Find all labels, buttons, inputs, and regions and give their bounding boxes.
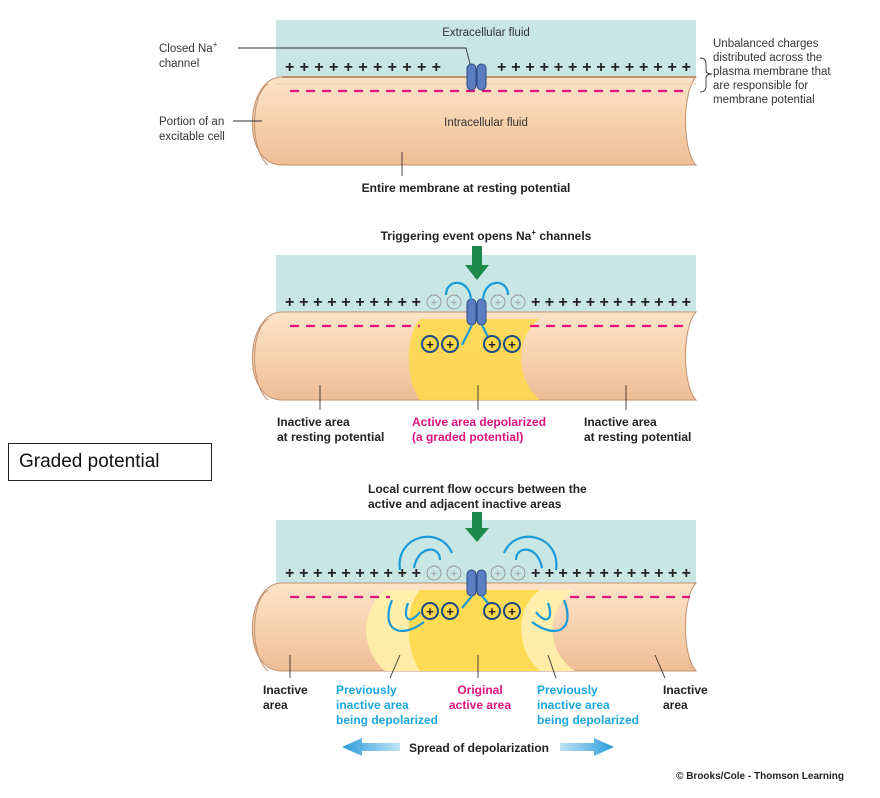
panel-spread: Local current flow occurs between the ac… xyxy=(251,482,708,756)
cell-body xyxy=(251,76,698,166)
local-current-caption: Local current flow occurs between the ac… xyxy=(368,482,587,511)
inactive-left-label: Inactive area xyxy=(263,683,308,712)
svg-text:plasma membrane that: plasma membrane that xyxy=(713,66,831,78)
closed-channel-label-2: channel xyxy=(159,58,199,70)
svg-text:Unbalanced charges: Unbalanced charges xyxy=(713,38,819,50)
copyright: © Brooks/Cole - Thomson Learning xyxy=(676,771,844,782)
svg-text:Previously: Previously xyxy=(537,683,598,697)
local-current-arrows xyxy=(387,535,569,632)
moving-positive-ions xyxy=(426,294,526,310)
svg-text:at resting potential: at resting potential xyxy=(584,430,691,444)
positive-charges: + + + + + + + + + + + + xyxy=(531,294,691,311)
svg-text:Local current flow occurs betw: Local current flow occurs between the xyxy=(368,482,587,496)
previously-inactive-right-label: Previously inactive area being depolariz… xyxy=(537,683,639,727)
extracellular-label: Extracellular fluid xyxy=(442,27,530,39)
trigger-arrow-icon xyxy=(465,246,489,280)
svg-text:area: area xyxy=(263,698,288,712)
svg-text:inactive area: inactive area xyxy=(537,698,610,712)
svg-text:+: + xyxy=(508,337,516,352)
svg-text:Inactive area: Inactive area xyxy=(277,415,350,429)
svg-text:+: + xyxy=(508,604,516,619)
depolarized-zone xyxy=(408,319,540,400)
svg-text:Inactive: Inactive xyxy=(263,683,308,697)
svg-text:+: + xyxy=(451,568,457,580)
resting-caption: Entire membrane at resting potential xyxy=(362,181,571,195)
inactive-left-label: Inactive area at resting potential xyxy=(277,415,384,444)
portion-label: Portion of an xyxy=(159,116,224,128)
previously-inactive-left-label: Previously inactive area being depolariz… xyxy=(336,683,438,727)
svg-text:(a graded potential): (a graded potential) xyxy=(412,430,523,444)
positive-charges: + + + + + + + + + + xyxy=(285,294,421,311)
svg-text:at resting potential: at resting potential xyxy=(277,430,384,444)
svg-text:active area: active area xyxy=(449,698,511,712)
svg-text:+: + xyxy=(446,337,454,352)
positive-charges: + + + + + + + + + + xyxy=(285,565,421,582)
svg-text:+: + xyxy=(431,297,437,309)
svg-text:+: + xyxy=(515,297,521,309)
sodium-channel-icon xyxy=(466,63,487,91)
charge-brace xyxy=(699,57,713,93)
unbalanced-charges-label: Unbalanced charges distributed across th… xyxy=(713,38,831,106)
original-area-label: Original active area xyxy=(449,683,511,712)
positive-charges: + + + + + + + + + + + + + + xyxy=(497,59,691,76)
panel-triggering: Triggering event opens Na+ channels + + … xyxy=(251,228,698,444)
svg-text:+: + xyxy=(488,337,496,352)
sodium-channel-icon xyxy=(466,569,487,597)
svg-text:inactive area: inactive area xyxy=(336,698,409,712)
svg-text:membrane potential: membrane potential xyxy=(713,94,815,106)
positive-charges: + + + + + + + + + + + + xyxy=(531,565,691,582)
svg-text:+: + xyxy=(446,604,454,619)
inactive-right-label: Inactive area at resting potential xyxy=(584,415,691,444)
svg-text:are responsible for: are responsible for xyxy=(713,80,808,92)
inactive-right-label: Inactive area xyxy=(663,683,708,712)
trigger-arrow-icon xyxy=(465,512,489,542)
svg-text:Original: Original xyxy=(457,683,502,697)
svg-text:+: + xyxy=(426,604,434,619)
sodium-channel-icon xyxy=(466,298,487,326)
positive-ions-inside xyxy=(421,335,521,353)
intracellular-label: Intracellular fluid xyxy=(444,117,528,129)
sodium-influx-arrow xyxy=(444,281,473,301)
svg-text:+: + xyxy=(495,297,501,309)
graded-potential-label: Graded potential xyxy=(8,443,212,481)
trigger-caption: Triggering event opens Na+ channels xyxy=(381,228,592,243)
svg-text:Previously: Previously xyxy=(336,683,397,697)
svg-text:Inactive area: Inactive area xyxy=(584,415,657,429)
svg-text:area: area xyxy=(663,698,688,712)
spread-label: Spread of depolarization xyxy=(409,741,549,755)
svg-text:+: + xyxy=(495,568,501,580)
positive-charges: + + + + + + + + + + + xyxy=(285,59,441,76)
panel-resting: Extracellular fluid + + + + + + + + + + … xyxy=(159,20,831,195)
closed-channel-label: Closed Na+ xyxy=(159,40,218,55)
svg-text:active and adjacent inactive a: active and adjacent inactive areas xyxy=(368,497,562,511)
svg-text:Active area depolarized: Active area depolarized xyxy=(412,415,546,429)
svg-text:+: + xyxy=(426,337,434,352)
svg-text:+: + xyxy=(431,568,437,580)
svg-text:+: + xyxy=(515,568,521,580)
spread-arrow-icon xyxy=(342,738,400,756)
svg-text:being depolarized: being depolarized xyxy=(537,713,639,727)
spread-arrow-icon xyxy=(560,738,614,756)
svg-text:distributed across the: distributed across the xyxy=(713,52,822,64)
svg-text:+: + xyxy=(488,604,496,619)
svg-text:+: + xyxy=(451,297,457,309)
portion-label-2: excitable cell xyxy=(159,131,225,143)
svg-text:being depolarized: being depolarized xyxy=(336,713,438,727)
svg-text:Inactive: Inactive xyxy=(663,683,708,697)
active-area-label: Active area depolarized (a graded potent… xyxy=(412,415,546,444)
